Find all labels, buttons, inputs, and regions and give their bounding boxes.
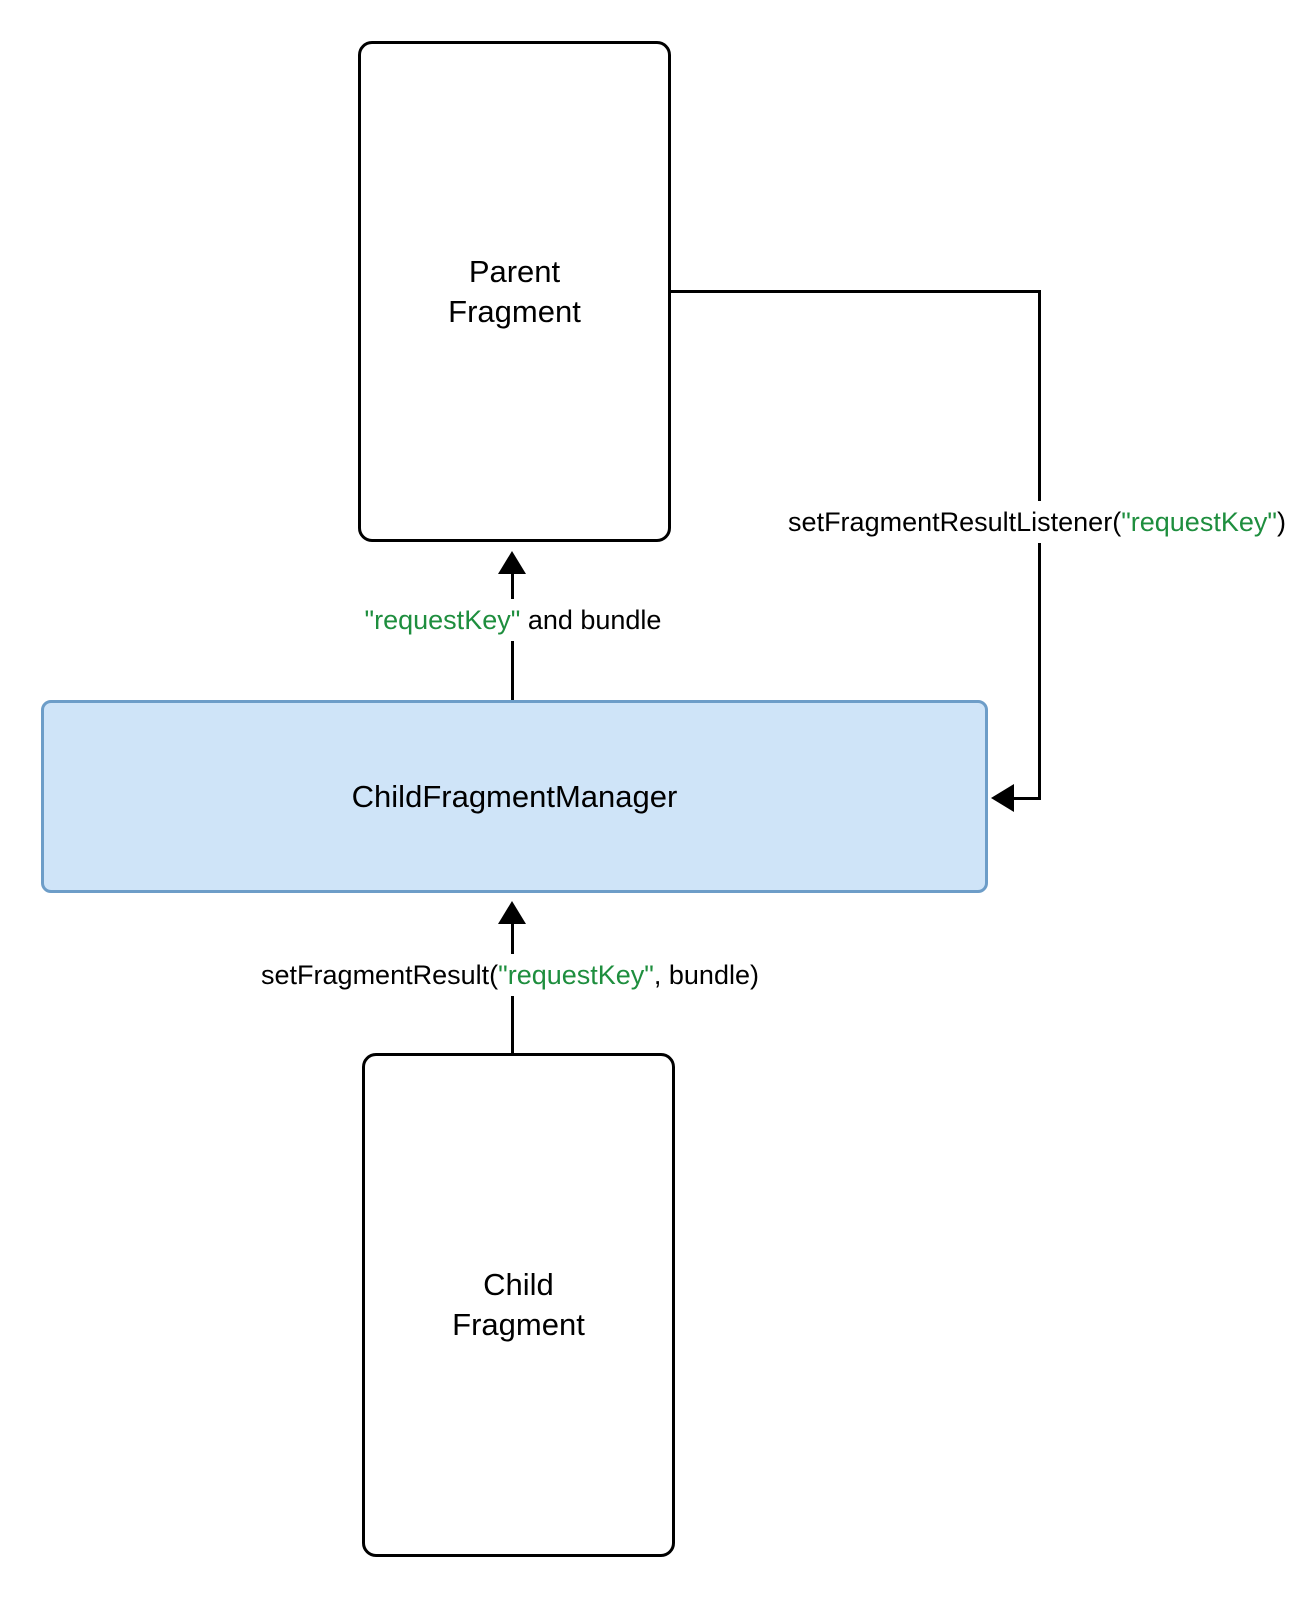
- result-arrowhead-icon: [498, 901, 526, 924]
- listener-label-close-paren: ): [1276, 507, 1286, 537]
- parent-fragment-title: Parent Fragment: [448, 253, 581, 329]
- child-fragment-box: Child Fragment: [362, 1053, 675, 1557]
- result-label-bundle-close: , bundle): [653, 960, 759, 990]
- listener-label-call: setFragmentResultListener(: [788, 507, 1122, 537]
- deliver-label-request-key: "requestKey": [364, 605, 521, 635]
- listener-edge-label: setFragmentResultListener("requestKey"): [778, 501, 1296, 543]
- listener-connector-bottom-segment: [1013, 797, 1041, 800]
- child-fragment-manager-title: ChildFragmentManager: [351, 778, 678, 814]
- parent-fragment-box: Parent Fragment: [358, 41, 671, 542]
- result-label-request-key: "requestKey": [498, 960, 654, 990]
- deliver-edge-label: "requestKey" and bundle: [354, 599, 672, 641]
- result-label-call: setFragmentResult(: [261, 960, 499, 990]
- listener-label-request-key: "requestKey": [1121, 507, 1277, 537]
- listener-arrowhead-icon: [991, 784, 1014, 812]
- child-fragment-title: Child Fragment: [452, 1267, 585, 1342]
- deliver-label-and-bundle: and bundle: [520, 605, 662, 635]
- listener-connector-vertical-segment: [1038, 290, 1041, 800]
- child-fragment-manager-box: ChildFragmentManager: [41, 700, 988, 893]
- deliver-arrowhead-icon: [498, 551, 526, 574]
- listener-connector-top-segment: [669, 290, 1041, 293]
- result-edge-label: setFragmentResult("requestKey", bundle): [251, 954, 769, 996]
